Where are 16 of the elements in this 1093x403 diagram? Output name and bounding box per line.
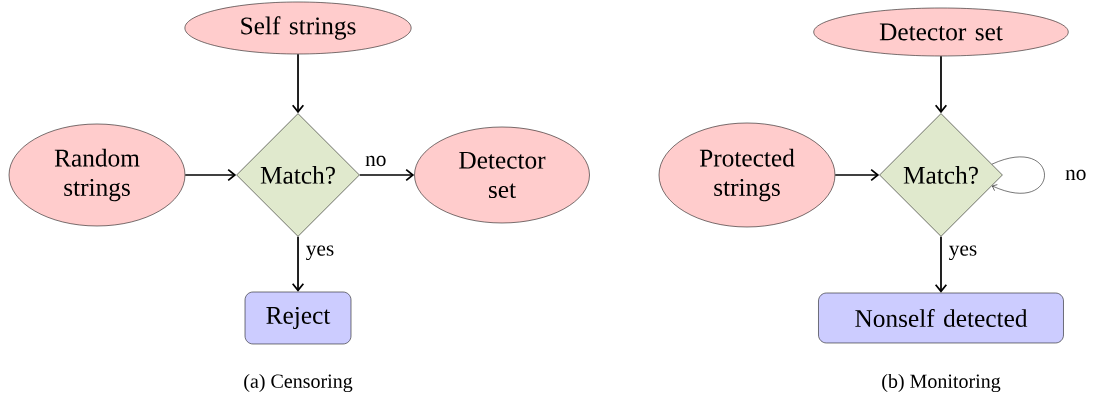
loop-arrow (991, 156, 1045, 194)
edge-label: no (365, 155, 386, 167)
arrow (934, 235, 948, 293)
arrow (834, 168, 880, 182)
edge-label: yes (306, 245, 334, 261)
arrow (291, 53, 305, 114)
result-box: Reject (244, 291, 352, 345)
subfigure-caption: (a) Censoring (244, 373, 353, 393)
arrow (184, 168, 237, 182)
result-box: Nonself detected (818, 292, 1064, 344)
arrow (358, 168, 415, 182)
arrow (291, 235, 305, 292)
edge-label: yes (949, 245, 977, 261)
edge-label: no (1065, 169, 1086, 181)
subfigure-caption: (b) Monitoring (882, 373, 1001, 393)
arrow (934, 55, 948, 114)
